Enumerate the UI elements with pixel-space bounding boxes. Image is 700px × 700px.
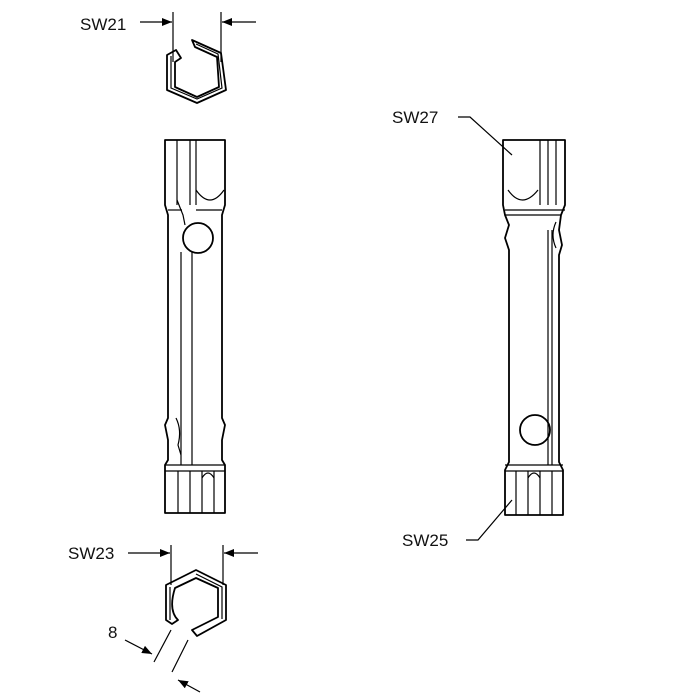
sw21-hex-profile [166, 39, 227, 104]
sw27-label: SW27 [392, 108, 438, 127]
sw23-label: SW23 [68, 544, 114, 563]
sw21-label: SW21 [80, 15, 126, 34]
sw25-callout: SW25 [402, 499, 513, 550]
right-tube-wrench [502, 139, 566, 516]
sw23-dimension: SW23 [68, 544, 258, 585]
sw27-callout: SW27 [392, 108, 513, 156]
right-ball-detent [519, 414, 551, 446]
gap-dimension: 8 [108, 623, 201, 693]
gap-label: 8 [108, 623, 117, 642]
sw25-label: SW25 [402, 531, 448, 550]
sw23-hex-profile [165, 569, 227, 637]
left-tube-wrench [164, 139, 226, 514]
left-ball-detent [182, 222, 214, 254]
